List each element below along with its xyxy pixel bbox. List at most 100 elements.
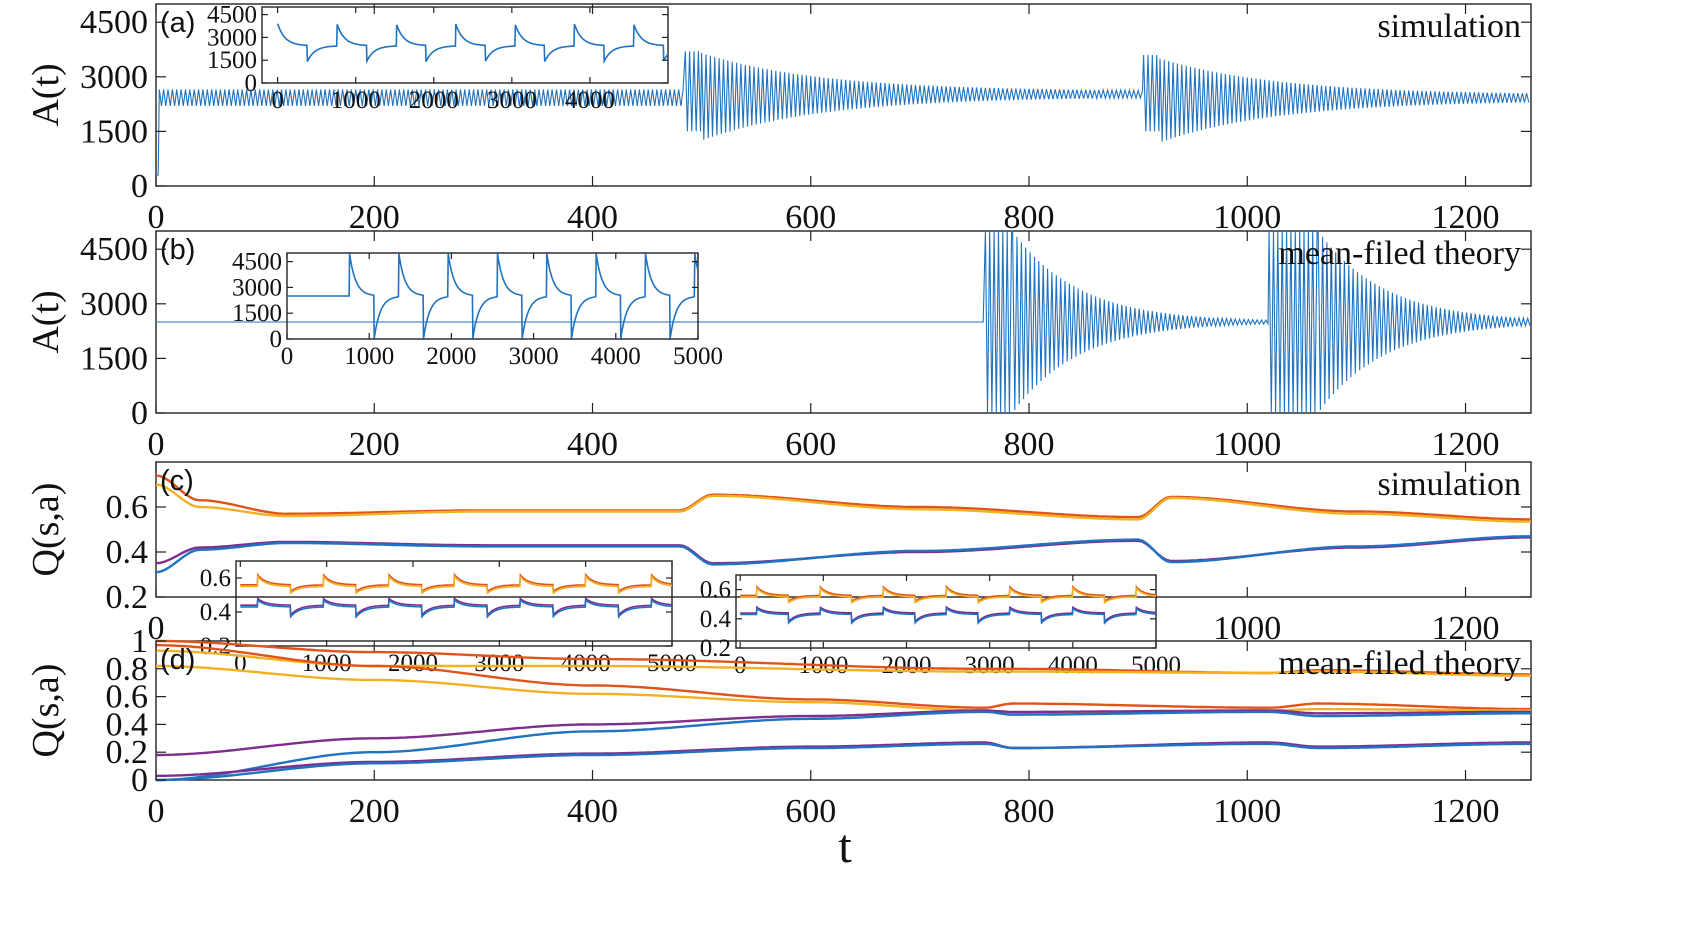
panel-c-inset-series-2 <box>240 596 673 618</box>
panel-b-inset0-y-tick-label: 3000 <box>232 274 282 301</box>
panel-a-annotation: simulation <box>1377 8 1521 45</box>
panel-c-inset1-y-tick-label: 0.2 <box>700 635 731 662</box>
panel-a-x-tick-label: 800 <box>1004 199 1055 236</box>
panel-a-inset0-y-tick-label: 3000 <box>207 24 257 51</box>
panel-a-inset0-x-tick-label: 2000 <box>409 87 459 114</box>
panel-b-x-tick-label: 200 <box>349 426 400 463</box>
panel-a-label: (a) <box>160 7 195 39</box>
panel-a-y-tick-label: 1500 <box>80 113 148 150</box>
panel-b-inset0-y-tick-label: 4500 <box>232 249 282 276</box>
panel-c-y-tick-label: 0.4 <box>106 534 149 571</box>
panel-b-x-tick-label: 0 <box>148 426 165 463</box>
panel-c-series-3 <box>155 535 1531 574</box>
panel-a-y-axis-label: A(t) <box>25 63 67 126</box>
panel-b-y-axis-label: A(t) <box>25 290 67 353</box>
panel-d-y-ticks: 00.20.40.60.81 <box>106 623 1531 799</box>
panel-b-inset0-y-tick-label: 0 <box>270 326 283 353</box>
panel-a-y-tick-label: 3000 <box>80 59 148 96</box>
panel-c-inset0-x-tick-label: 2000 <box>388 650 438 677</box>
panel-d-x-tick-label: 200 <box>349 793 400 830</box>
panel-a-x-tick-label: 600 <box>785 199 836 236</box>
panel-d-annotation: mean-filed theory <box>1278 645 1521 682</box>
panel-b-x-tick-label: 800 <box>1004 426 1055 463</box>
panel-c-inset1-y-tick-label: 0.4 <box>700 606 732 633</box>
panel-a-x-tick-label: 200 <box>349 199 400 236</box>
panel-b-inset0-x-tick-label: 4000 <box>591 343 641 370</box>
panel-b-y-tick-label: 0 <box>131 395 148 432</box>
panel-c-inset0-x-tick-label: 4000 <box>561 650 611 677</box>
panel-a-x-tick-label: 1000 <box>1213 199 1281 236</box>
panel-d-x-tick-label: 800 <box>1004 793 1055 830</box>
panel-c-inset1-x-tick-label: 0 <box>734 652 747 679</box>
panel-d-series-4 <box>156 709 1531 757</box>
panel-a-y-tick-label: 0 <box>131 168 148 205</box>
x-axis-label: t <box>838 820 852 873</box>
panel-d-y-tick-label: 1 <box>131 623 148 660</box>
panel-d-x-tick-label: 400 <box>567 793 618 830</box>
panel-b-x-tick-label: 400 <box>567 426 618 463</box>
panel-b-x-tick-label: 1200 <box>1432 426 1500 463</box>
panel-a-inset0-y-tick-label: 0 <box>245 70 258 97</box>
panel-c-inset-series-0 <box>240 572 673 594</box>
panel-a-inset0-y-tick-label: 4500 <box>207 2 257 29</box>
panel-d-label: (d) <box>160 644 195 676</box>
panel-b-series <box>156 230 1531 414</box>
panel-b-y-tick-label: 3000 <box>80 286 148 323</box>
panel-a-inset-series-0 <box>276 23 669 65</box>
panel-b-annotation: mean-filed theory <box>1278 235 1521 272</box>
panel-b-inset0-x-tick-label: 0 <box>281 343 294 370</box>
panel-c-y-axis-label: Q(s,a) <box>25 483 67 577</box>
panel-d-x-tick-label: 600 <box>785 793 836 830</box>
panel-c-annotation: simulation <box>1377 466 1521 503</box>
panel-c-inset1-y-ticks: 0.20.40.6 <box>700 577 1156 662</box>
panel-d-series-3 <box>156 664 1531 715</box>
panel-c: (c) simulation Q(s,a) <box>25 461 1532 598</box>
panel-b-inset0-x-tick-label: 3000 <box>509 343 559 370</box>
panel-a-y-tick-label: 4500 <box>80 4 148 41</box>
panel-d-y-axis-label: Q(s,a) <box>25 664 67 758</box>
panel-c-inset0-y-tick-label: 0.2 <box>200 633 231 660</box>
panel-a-inset0-y-tick-label: 1500 <box>207 47 257 74</box>
panel-c-inset0-x-tick-label: 0 <box>234 650 247 677</box>
panel-c-inset0-y-tick-label: 0.6 <box>200 565 231 592</box>
panel-d-series-5 <box>156 710 1531 782</box>
panel-a-x-tick-label: 1200 <box>1432 199 1500 236</box>
panel-c-inset-series-3 <box>240 598 673 620</box>
panel-d-y-tick-label: 0.8 <box>106 651 149 688</box>
panel-a-x-tick-label: 0 <box>148 199 165 236</box>
panel-c-inset-frame <box>235 560 673 647</box>
panel-c-inset1-y-tick-label: 0.6 <box>700 577 731 604</box>
panel-a-inset0-x-tick-label: 1000 <box>331 87 381 114</box>
panel-c-inset-series-2 <box>740 605 1156 624</box>
panel-b-inset0-x-tick-label: 1000 <box>344 343 394 370</box>
panel-d-y-tick-label: 0 <box>131 762 148 799</box>
panel-d-x-tick-label: 1200 <box>1432 793 1500 830</box>
panel-c-inset0-x-tick-label: 3000 <box>474 650 524 677</box>
panel-a-inset-frame <box>261 6 669 84</box>
panel-a-inset0-x-tick-label: 3000 <box>487 87 537 114</box>
panel-a-x-tick-label: 400 <box>567 199 618 236</box>
panel-a-inset0-x-tick-label: 0 <box>271 87 284 114</box>
panel-c-inset-series-1 <box>240 574 673 595</box>
panel-b-series-0 <box>156 230 1531 414</box>
panel-d-y-tick-label: 0.2 <box>106 734 149 771</box>
panel-d-y-tick-label: 0.6 <box>106 679 149 716</box>
panel-a-x-ticks: 0 200 400 600 800 1000 1200 <box>148 4 1500 236</box>
panel-c-inset1-x-tick-label: 4000 <box>1048 652 1098 679</box>
panel-a-series-0 <box>156 51 1530 176</box>
panel-c-inset-frame <box>735 574 1157 649</box>
panel-b-inset-0 <box>286 252 699 340</box>
panel-c-label: (c) <box>160 465 194 497</box>
panel-c-series-1 <box>155 483 1531 523</box>
panel-a-frame <box>155 3 1532 187</box>
panel-b-x-tick-label: 1000 <box>1213 426 1281 463</box>
panel-c-y-ticks: 0.20.40.6 <box>106 489 1531 616</box>
